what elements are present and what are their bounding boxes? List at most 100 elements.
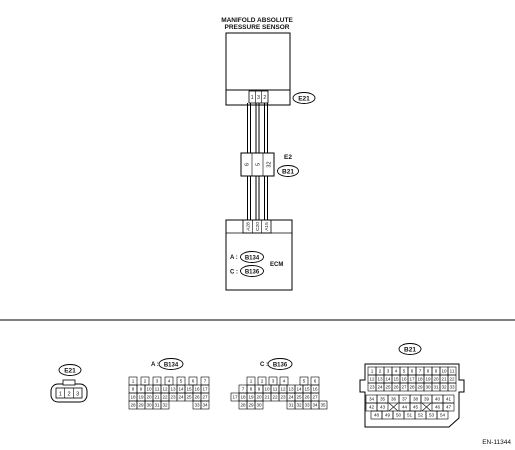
b136-pin-grid: 1 2 3 4 5 6 7 8 9 10 11 12 13 14 15 16 1… [230,376,328,410]
ecm-legend-c-prefix: C : [230,270,238,276]
b136-pin: 10 [264,387,270,392]
b136-pin: 20 [256,395,262,400]
b134-pin: 25 [186,395,192,400]
b21-pin: 6 [411,369,414,374]
b134-pin: 1 [132,379,135,384]
b21-pin: 30 [425,385,431,390]
ecm-pin: A15 [264,222,270,231]
b21-pin: 7 [419,369,422,374]
b136-pin: 22 [272,395,278,400]
b134-pin: 3 [156,379,159,384]
b134-pin: 34 [202,403,208,408]
b134-pin: 10 [146,387,152,392]
b134-pin: 21 [154,395,160,400]
b134-pin: 18 [130,395,136,400]
b136-pin: 30 [256,403,262,408]
ecm-legend-c-connector: B136 [245,270,260,276]
b21-pin-grid: 1 2 3 4 5 6 7 8 9 10 11 12 13 14 15 16 1… [365,366,457,420]
b136-pin: 34 [312,403,318,408]
b136-pin: 25 [296,395,302,400]
b134-pin: 28 [130,403,136,408]
b134-tag-label: B134 [164,363,179,369]
intermediate-pin: 5 [256,163,262,166]
b134-pin: 26 [194,395,200,400]
b136-pin: 4 [283,379,286,384]
figure-code: EN-11344 [482,439,511,446]
sensor-pin: 2 [263,95,266,101]
b21-pin: 25 [385,385,391,390]
b21-pin: 18 [417,377,423,382]
ecm-pin-block [242,219,272,234]
b21-pin: 41 [446,397,452,402]
b134-pin: 17 [202,387,208,392]
e21-pin: 3 [76,392,79,398]
sensor-title-line1: MANIFOLD ABSOLUTE [221,17,293,24]
b136-pin: 19 [248,395,254,400]
b134-pin: 14 [178,387,184,392]
b21-pin: 43 [380,405,386,410]
b21-pin: 54 [440,413,446,418]
b136-pin: 13 [288,387,294,392]
b21-pin: 22 [449,377,455,382]
b21-pin: 47 [446,405,452,410]
b134-pin: 29 [138,403,144,408]
b136-tag [267,358,293,370]
b21-pin: 2 [379,369,382,374]
b134-pin: 5 [180,379,183,384]
b21-pin: 15 [393,377,399,382]
intermediate-pin: 32 [267,161,273,167]
ecm-legend-a-tag [240,251,264,263]
b21-pin: 50 [396,413,402,418]
b136-pin: 26 [304,395,310,400]
intermediate-tag-b21 [277,165,299,177]
b136-pin: 23 [280,395,286,400]
b134-pin: 8 [132,387,135,392]
b21-pin: 5 [403,369,406,374]
b134-pin: 23 [170,395,176,400]
b136-pin: 7 [242,387,245,392]
b136-pin: 3 [272,379,275,384]
b134-pin: 15 [186,387,192,392]
b134-pin: 12 [162,387,168,392]
b21-pin: 53 [429,413,435,418]
b21-pin: 49 [385,413,391,418]
b134-pin: 16 [194,387,200,392]
b136-pin: 8 [250,387,253,392]
b134-pin: 33 [194,403,200,408]
b21-pin: 42 [369,405,375,410]
b134-pin: 20 [146,395,152,400]
b21-pin: 27 [401,385,407,390]
b21-pin: 40 [435,397,441,402]
b134-pin-grid: 1 2 3 4 5 6 7 8 9 10 11 12 13 14 15 16 1… [128,376,210,410]
b21-pin: 33 [449,385,455,390]
b134-pin: 19 [138,395,144,400]
b136-pin: 11 [273,387,278,392]
e21-pin-area [55,387,83,399]
b134-pin: 9 [140,387,143,392]
e21-tag-label: E21 [64,368,76,375]
b21-pin: 12 [369,377,375,382]
harness-wires [247,103,268,220]
intermediate-pin: 6 [245,163,251,166]
sensor-title-line2: PRESSURE SENSOR [224,24,289,31]
ecm-legend-c-tag [240,265,264,277]
intermediate-connector [240,152,275,177]
b21-pin: 37 [402,397,408,402]
ecm-pin: C20 [255,222,261,231]
b21-blank-cavity [388,402,399,412]
b21-pin: 16 [401,377,407,382]
b21-pin: 23 [369,385,375,390]
b136-pin: 15 [304,387,310,392]
b21-pin: 39 [424,397,430,402]
b21-housing [359,363,465,428]
b21-pin: 29 [417,385,423,390]
b136-pin: 27 [312,395,318,400]
ecm-legend-a-connector: B134 [245,256,260,262]
b21-tag [398,343,422,355]
intermediate-tag-e2: E2 [284,154,292,161]
b21-pin: 24 [377,385,383,390]
b134-pin: 6 [192,379,195,384]
b134-pin: 7 [204,379,207,384]
b21-pin: 20 [433,377,439,382]
